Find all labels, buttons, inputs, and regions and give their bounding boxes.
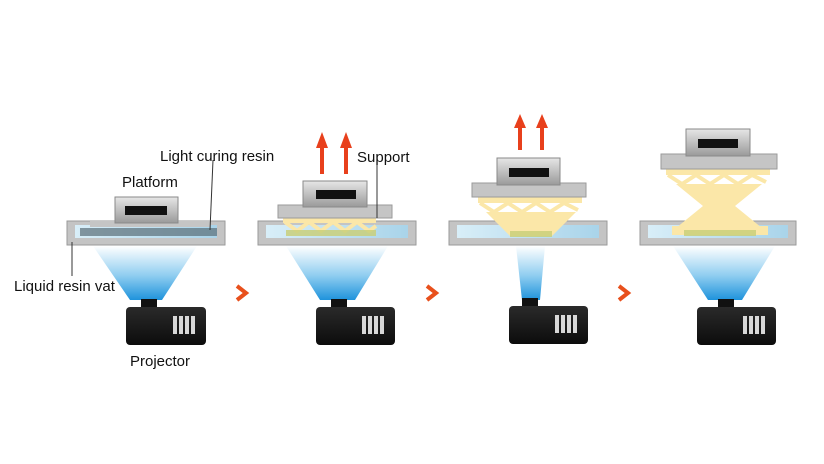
stage-3 xyxy=(448,114,608,344)
platform xyxy=(471,157,587,198)
light-beam xyxy=(93,246,197,300)
label-support: Support xyxy=(357,149,410,166)
chevron-right-icon xyxy=(235,284,250,302)
projector-icon xyxy=(697,299,776,345)
platform xyxy=(90,196,210,227)
light-beam xyxy=(516,246,545,300)
light-beam xyxy=(286,246,388,300)
platform xyxy=(660,128,778,170)
chevron-right-icon xyxy=(425,284,440,302)
label-liquid-resin-vat: Liquid resin vat xyxy=(14,278,116,295)
cured-resin-layer xyxy=(80,228,217,236)
printed-support xyxy=(283,217,378,236)
printed-part xyxy=(666,168,770,236)
arrow-up-icon xyxy=(514,114,548,150)
stage-1 xyxy=(66,159,226,345)
leader-line-resin xyxy=(209,159,214,231)
light-beam xyxy=(673,246,775,300)
stage-4 xyxy=(639,128,797,345)
printed-part xyxy=(478,196,582,237)
label-platform: Platform xyxy=(122,174,178,191)
projector-icon xyxy=(316,299,395,345)
chevron-right-icon xyxy=(617,284,632,302)
stage-2 xyxy=(257,132,417,345)
platform xyxy=(277,180,393,219)
projector-icon xyxy=(126,299,206,345)
projector-icon xyxy=(509,298,588,344)
label-projector: Projector xyxy=(130,353,190,370)
label-light-curing-resin: Light curing resin xyxy=(160,148,274,165)
arrow-up-icon xyxy=(316,132,352,174)
